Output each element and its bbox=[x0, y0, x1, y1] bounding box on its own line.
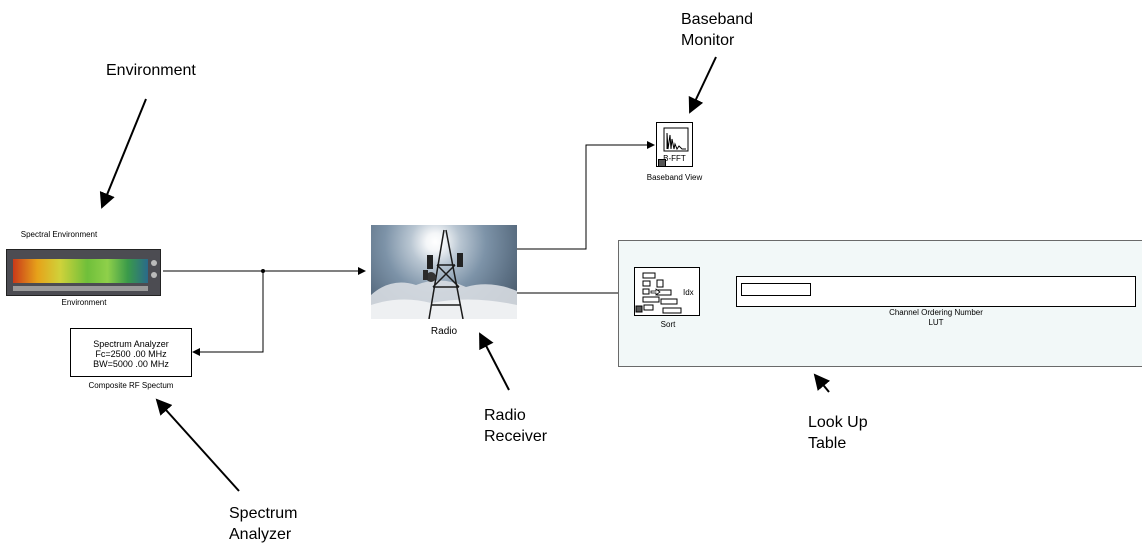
callout-baseband-monitor: Baseband Monitor bbox=[681, 11, 754, 49]
wire-branch-to-analyzer bbox=[192, 271, 264, 356]
baseband-fft-label: B-FFT bbox=[663, 154, 686, 163]
callout-arrow-radio bbox=[479, 332, 510, 391]
environment-knob-icon bbox=[151, 272, 157, 278]
fft-plot-icon bbox=[663, 127, 689, 152]
environment-scale-bar bbox=[13, 286, 148, 291]
callout-environment: Environment bbox=[106, 62, 196, 79]
environment-block-label: Environment bbox=[61, 298, 107, 307]
callout-arrow-analyzer bbox=[155, 398, 240, 492]
wire-radio-to-baseband bbox=[517, 141, 655, 250]
callout-look-up-table: Look Up Table bbox=[808, 414, 868, 452]
lut-value-field bbox=[741, 283, 811, 296]
callout-arrow-environment bbox=[99, 98, 147, 209]
environment-block[interactable] bbox=[6, 249, 161, 296]
spectrum-analyzer-title: Spectrum Analyzer bbox=[93, 339, 169, 349]
lut-caption-type: LUT bbox=[928, 318, 944, 327]
radio-block-label: Radio bbox=[430, 326, 458, 337]
spectrum-analyzer-block[interactable]: Spectrum Analyzer Fc=2500 .00 MHz BW=500… bbox=[70, 328, 192, 377]
callout-spectrum-analyzer: Spectrum Analyzer bbox=[229, 505, 298, 543]
callout-arrow-baseband bbox=[688, 56, 717, 114]
sort-block[interactable]: Idx bbox=[634, 267, 700, 316]
callout-radio-receiver: Radio Receiver bbox=[484, 407, 548, 445]
lut-caption-name: Channel Ordering Number bbox=[889, 308, 983, 317]
sort-icon bbox=[635, 272, 682, 314]
sort-idx-port: Idx bbox=[683, 288, 694, 297]
baseband-view-block[interactable]: B-FFT bbox=[656, 122, 693, 167]
radio-tower-icon bbox=[371, 229, 517, 319]
lut-block[interactable] bbox=[736, 276, 1136, 307]
spectrum-analyzer-fc: Fc=2500 .00 MHz bbox=[95, 349, 167, 359]
spectral-environment-title: Spectral Environment bbox=[20, 230, 98, 239]
spectrum-analyzer-caption: Composite RF Spectum bbox=[88, 381, 174, 390]
link-icon bbox=[658, 159, 666, 167]
spectrum-analyzer-bw: BW=5000 .00 MHz bbox=[93, 359, 169, 369]
radio-block[interactable] bbox=[371, 225, 517, 319]
environment-waterfall-display bbox=[13, 259, 148, 283]
environment-knob-icon bbox=[151, 260, 157, 266]
baseband-view-caption: Baseband View bbox=[646, 173, 703, 182]
sort-caption: Sort bbox=[660, 320, 676, 329]
callout-arrow-lut bbox=[813, 373, 831, 393]
